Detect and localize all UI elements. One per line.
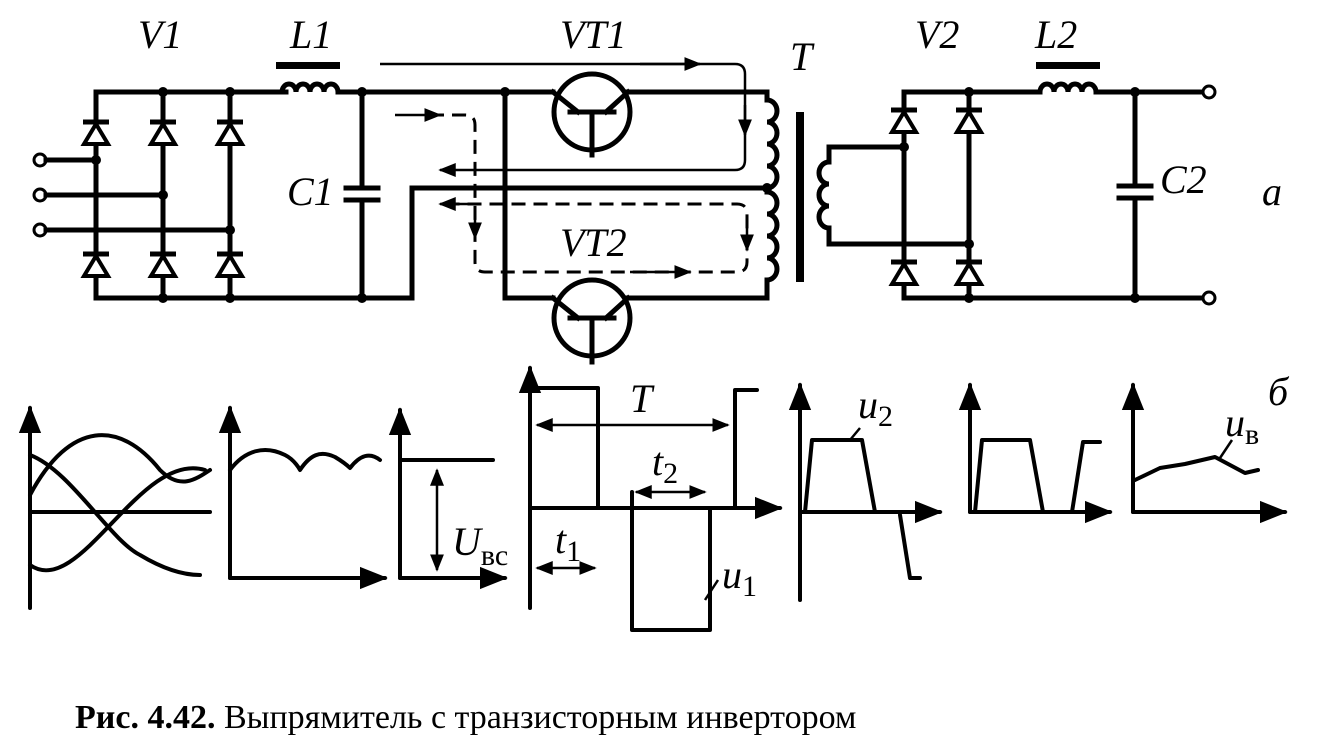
bridge-rectifier-v1 bbox=[83, 87, 365, 303]
waveform-dc-level: Uвс bbox=[388, 407, 508, 590]
label-period-t: T bbox=[630, 376, 655, 421]
schematic-panel-a: V1 L1 C1 VT1 VT2 T V2 L2 C2 а bbox=[32, 12, 1282, 365]
label-transformer-t: T bbox=[790, 34, 815, 79]
waveform-u2: u2 bbox=[788, 382, 943, 602]
label-c1: C1 bbox=[287, 169, 334, 214]
label-panel-a: а bbox=[1262, 169, 1282, 214]
label-c2: C2 bbox=[1160, 157, 1207, 202]
figure-number: Рис. 4.42. bbox=[75, 699, 215, 736]
waveform-u1: T t2 t1 u1 bbox=[518, 365, 783, 632]
label-u2: u2 bbox=[858, 382, 893, 433]
waveform-output-uv: uв bbox=[1121, 382, 1288, 524]
inductor-l2 bbox=[1036, 62, 1206, 95]
three-phase-input bbox=[32, 152, 233, 238]
label-l1: L1 bbox=[289, 12, 332, 57]
transformer-secondary bbox=[816, 144, 972, 247]
label-u-vs: Uвс bbox=[452, 519, 508, 572]
label-panel-b: б bbox=[1268, 369, 1290, 414]
transistor-vt1 bbox=[549, 71, 633, 158]
label-uv: uв bbox=[1225, 400, 1259, 451]
figure-title: Выпрямитель с транзисторным инвертором bbox=[215, 699, 856, 736]
label-l2: L2 bbox=[1034, 12, 1077, 57]
output-terminals bbox=[1201, 84, 1217, 306]
capacitor-c2 bbox=[1116, 87, 1206, 303]
label-t2: t2 bbox=[652, 439, 678, 490]
label-vt2: VT2 bbox=[560, 220, 627, 265]
label-t1: t1 bbox=[555, 517, 581, 568]
bridge-rectifier-v2 bbox=[891, 87, 1138, 303]
transformer-primary bbox=[764, 89, 780, 301]
transformer-core bbox=[796, 112, 804, 282]
waveform-three-phase bbox=[18, 405, 212, 610]
waveform-rectified bbox=[218, 405, 388, 590]
label-vt1: VT1 bbox=[560, 12, 627, 57]
waveform-rectified-pulses bbox=[958, 382, 1113, 524]
inductor-l1 bbox=[276, 62, 365, 95]
transistor-vt2 bbox=[549, 277, 633, 365]
label-v2: V2 bbox=[915, 12, 959, 57]
current-path-vt2 bbox=[430, 113, 754, 279]
label-u1: u1 bbox=[722, 552, 757, 603]
capacitor-c1 bbox=[343, 87, 381, 303]
label-v1: V1 bbox=[138, 12, 182, 57]
waveforms-panel-b: Uвс T t2 t1 u1 u2 bbox=[18, 365, 1290, 632]
figure-caption: Рис. 4.42. Выпрямитель с транзисторным и… bbox=[75, 699, 856, 736]
